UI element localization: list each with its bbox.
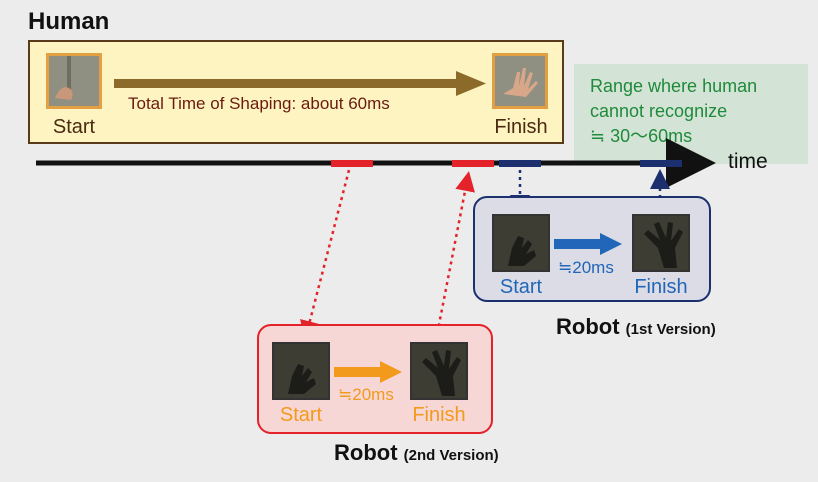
human-shaping-arrow	[114, 71, 486, 96]
robot2-caption: Robot (2nd Version)	[334, 440, 499, 466]
robot2-start-marker	[331, 160, 373, 167]
human-finish-image	[492, 53, 548, 109]
human-shaping-text: Total Time of Shaping: about 60ms	[128, 94, 390, 113]
robot1-start-label: Start	[499, 276, 543, 298]
robot1-version: (1st Version)	[625, 321, 716, 338]
robot2-arrow	[334, 361, 402, 383]
robot1-start-image	[492, 214, 550, 272]
robot1-duration: ≒20ms	[558, 258, 614, 277]
robot1-finish-image	[632, 214, 690, 272]
range-line-2: cannot recognize	[590, 101, 728, 121]
human-finish-label: Finish	[494, 116, 548, 138]
robot2-finish-connector	[434, 171, 475, 341]
robot1-title: Robot	[556, 314, 620, 339]
range-line-1: Range where human	[590, 76, 758, 96]
robot2-title: Robot	[334, 440, 398, 465]
human-start-image	[46, 53, 102, 109]
robot2-finish-label: Finish	[412, 404, 466, 426]
robot2-finish-marker	[452, 160, 494, 167]
robot2-duration: ≒20ms	[338, 385, 394, 404]
human-panel	[28, 40, 564, 144]
robot2-start-label: Start	[279, 404, 323, 426]
human-title: Human	[28, 8, 110, 35]
robot1-caption: Robot (1st Version)	[556, 314, 716, 340]
robot1-finish-marker	[640, 160, 682, 167]
robot2-finish-image	[410, 342, 468, 400]
robot2-version: (2nd Version)	[403, 447, 499, 464]
range-note: Range where human cannot recognize ≒ 30〜…	[590, 74, 757, 149]
robot1-arrow	[554, 233, 622, 255]
robot2-start-image	[272, 342, 330, 400]
human-start-label: Start	[52, 116, 96, 138]
time-label: time	[728, 150, 768, 173]
robot2-start-connector	[300, 169, 351, 341]
robot1-start-marker	[499, 160, 541, 167]
robot1-finish-label: Finish	[634, 276, 688, 298]
